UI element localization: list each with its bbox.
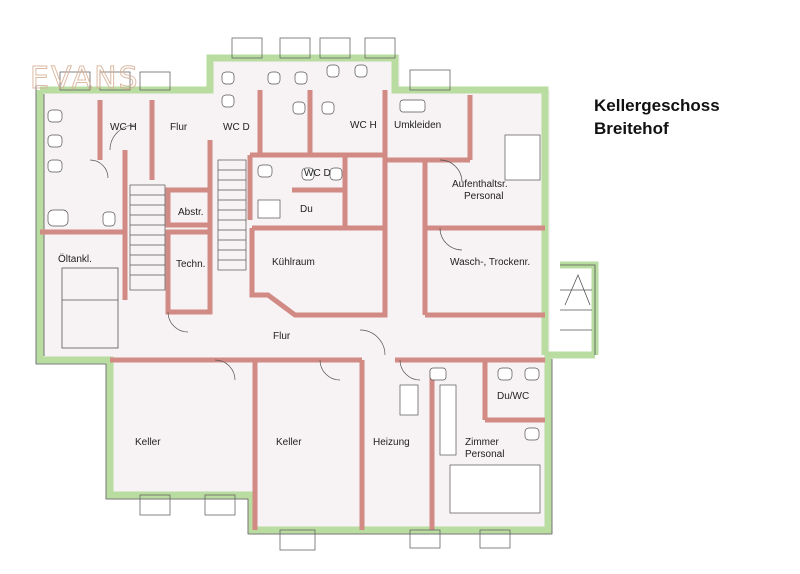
outer-wall-lines — [35, 86, 553, 535]
plan-title-floor: Kellergeschoss — [594, 96, 720, 115]
inner-walls — [40, 90, 545, 530]
room-label-wc-d-center: WC D — [304, 168, 331, 179]
oil-tank — [61, 267, 119, 349]
watermark: EVANS — [30, 61, 140, 96]
room-label-wasch-trockenraum: Wasch-, Trockenr. — [450, 257, 530, 268]
room-label-umkleiden: Umkleiden — [394, 120, 441, 131]
room-label-techn: Techn. — [176, 259, 205, 270]
room-label-zimmer-personal: Personal — [465, 449, 504, 460]
staircase-right — [560, 264, 596, 355]
room-label-heizung: Heizung — [373, 437, 410, 448]
floor-area — [40, 55, 550, 535]
room-label-flur-main: Flur — [273, 331, 291, 342]
room-label-du-wc: Du/WC — [497, 391, 529, 402]
room-label-wc-h-left: WC H — [110, 122, 137, 133]
room-label-aufenthaltsraum: Aufenthaltsr. — [452, 179, 508, 190]
room-label-flur-top: Flur — [170, 122, 188, 133]
room-label-keller-center: Keller — [276, 437, 302, 448]
room-label-abstr: Abstr. — [178, 207, 204, 218]
plan-title-building: Breitehof — [594, 119, 669, 138]
room-label-du: Du — [300, 204, 313, 215]
room-label-wc-h-right: WC H — [350, 120, 377, 131]
room-label-keller-left: Keller — [135, 437, 161, 448]
staircase-left — [129, 184, 166, 291]
sanitary-fixtures — [47, 64, 541, 514]
room-labels: WC H Flur WC D WC H Umkleiden WC D Du Au… — [58, 120, 530, 460]
room-label-aufenthaltsraum-personal: Personal — [464, 191, 503, 202]
room-label-kuehlraum: Kühlraum — [272, 257, 315, 268]
door-swings — [89, 124, 463, 381]
room-label-oeltank: Öltankl. — [58, 253, 92, 265]
room-label-wc-d-left: WC D — [223, 122, 250, 133]
window-wells — [59, 37, 511, 551]
room-label-zimmer: Zimmer — [465, 437, 500, 448]
plan-title: Kellergeschoss Breitehof — [594, 94, 720, 140]
staircase-center — [217, 159, 247, 271]
